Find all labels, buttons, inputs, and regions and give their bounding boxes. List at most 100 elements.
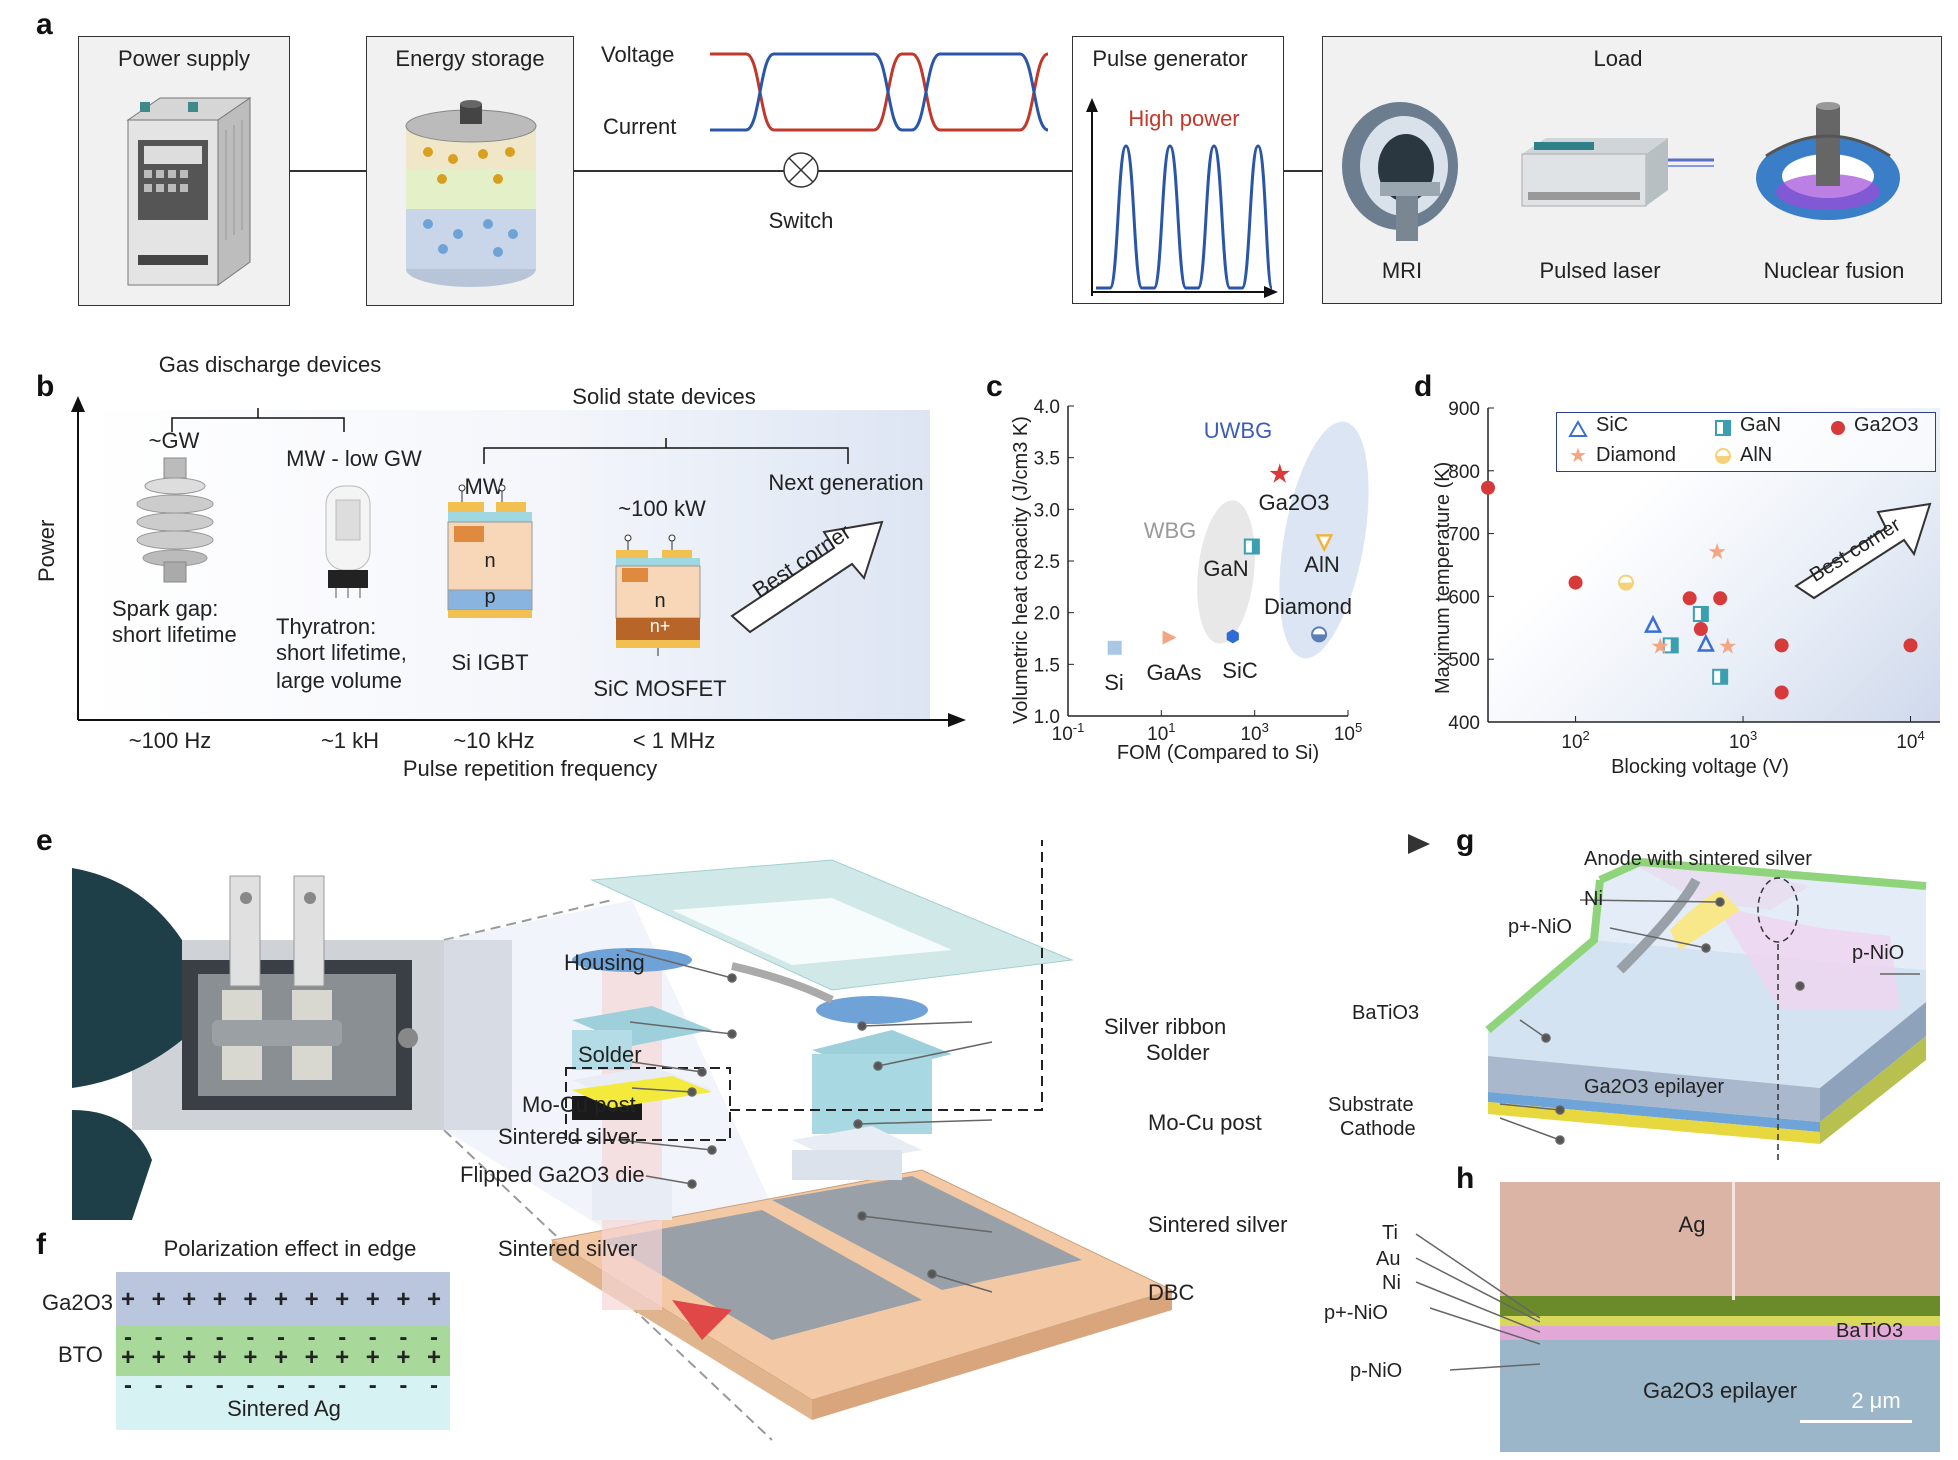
g-epilayer-label: Ga2O3 epilayer bbox=[1584, 1076, 1725, 1098]
h-sem-image bbox=[1500, 1182, 1940, 1452]
b-axes bbox=[71, 396, 966, 727]
f-charge: + bbox=[396, 1344, 411, 1371]
f-charge: + bbox=[120, 1344, 136, 1371]
d-point-ga2o3 bbox=[1903, 638, 1918, 653]
h-epilayer-label: Ga2O3 epilayer bbox=[1642, 1378, 1798, 1403]
spark-gap-line1: Spark gap: bbox=[112, 596, 219, 621]
f-charge: - bbox=[368, 1324, 377, 1351]
switch-label: Switch bbox=[768, 208, 834, 233]
f-charge: + bbox=[335, 1344, 350, 1371]
f-charge: - bbox=[307, 1372, 316, 1399]
freq-tick-1: ~100 Hz bbox=[128, 728, 212, 753]
c-y-tick-label: 1.0 bbox=[1034, 707, 1060, 728]
panel-label-c: c bbox=[986, 370, 1003, 403]
d-y-tick-label: 700 bbox=[1448, 525, 1480, 546]
panel-label-d: d bbox=[1414, 370, 1433, 403]
thyratron-icon bbox=[325, 485, 371, 598]
panel-label-h: h bbox=[1456, 1162, 1475, 1195]
g-pplus-nio-label: p+-NiO bbox=[1508, 916, 1572, 938]
power-supply-icon bbox=[126, 97, 252, 286]
f-charge: + bbox=[365, 1344, 380, 1371]
g-p-nio-label: p-NiO bbox=[1852, 942, 1905, 964]
f-charge: - bbox=[338, 1324, 347, 1351]
d-point-sic bbox=[1696, 633, 1715, 652]
c-point-label-si: Si bbox=[1104, 670, 1124, 695]
g-anode-label: Anode with sintered silver bbox=[1584, 848, 1812, 870]
uwbg-label: UWBG bbox=[1203, 418, 1273, 443]
best-corner-arrow-b bbox=[730, 520, 884, 634]
h-batio3-label: BaTiO3 bbox=[1836, 1320, 1904, 1342]
f-charge: - bbox=[277, 1372, 285, 1399]
d-point-gan bbox=[1692, 605, 1709, 622]
current-label: Current bbox=[603, 114, 677, 139]
f-charge: - bbox=[215, 1324, 224, 1351]
power-supply-label: Power supply bbox=[117, 46, 251, 71]
d-x-tick-label: 103 bbox=[1729, 728, 1757, 753]
g-device-3d bbox=[1485, 857, 1927, 1160]
f-charge: + bbox=[151, 1344, 166, 1371]
freq-tick-2: ~1 kH bbox=[320, 728, 380, 753]
si-igbt-n-label: n bbox=[484, 550, 496, 572]
d-legend-sic: SiC bbox=[1596, 414, 1629, 436]
c-point-label-gaas: GaAs bbox=[1146, 660, 1202, 685]
wbg-label: WBG bbox=[1143, 518, 1197, 543]
panel-label-a: a bbox=[36, 8, 53, 41]
best-corner-arrow-d bbox=[1794, 502, 1932, 600]
load-label: Load bbox=[1593, 46, 1643, 71]
c-xlabel: FOM (Compared to Si) bbox=[1116, 742, 1320, 764]
c-point-label-aln: AlN bbox=[1304, 552, 1340, 577]
f-title: Polarization effect in edge bbox=[163, 1236, 417, 1261]
solid-state-label: Solid state devices bbox=[572, 384, 756, 409]
h-p-nio-label: p-NiO bbox=[1350, 1360, 1403, 1382]
solder-left-label: Solder bbox=[578, 1042, 642, 1067]
f-charge: + bbox=[426, 1286, 442, 1313]
c-point-label-sic: SiC bbox=[1222, 658, 1258, 683]
c-y-tick-label: 2.5 bbox=[1034, 552, 1060, 573]
100kw-label: ~100 kW bbox=[618, 496, 706, 521]
f-ga2o3-layer bbox=[116, 1272, 450, 1326]
d-legend-ga2o3: Ga2O3 bbox=[1854, 414, 1919, 436]
d-legend-markers: ★ bbox=[1568, 419, 1845, 467]
d-x-tick-label: 102 bbox=[1561, 728, 1589, 753]
pulsed-laser-icon bbox=[1521, 138, 1714, 207]
c-point-gaas bbox=[1162, 630, 1177, 645]
f-charge: - bbox=[124, 1324, 132, 1351]
e-illustration bbox=[72, 840, 1172, 1441]
power-axis-label: Power bbox=[34, 519, 59, 582]
d-x-tick-label: 104 bbox=[1896, 728, 1924, 753]
c-ylabel: Volumetric heat capacity (J/cm3 K) bbox=[1010, 416, 1032, 724]
d-point-ga2o3 bbox=[1481, 480, 1495, 495]
si-igbt-p-label: p bbox=[484, 586, 496, 608]
f-charge: - bbox=[246, 1372, 255, 1399]
g-ni-label: Ni bbox=[1584, 888, 1603, 910]
d-point-ga2o3 bbox=[1568, 575, 1583, 590]
c-y-tick-label: 1.5 bbox=[1034, 655, 1060, 676]
mri-icon bbox=[1342, 102, 1458, 241]
g-batio3-label: BaTiO3 bbox=[1352, 1002, 1420, 1024]
mri-label: MRI bbox=[1381, 258, 1423, 283]
d-y-tick-label: 900 bbox=[1448, 399, 1480, 420]
h-ag-label: Ag bbox=[1678, 1212, 1706, 1237]
f-charge: - bbox=[154, 1372, 163, 1399]
sic-mosfet-icon bbox=[615, 534, 701, 656]
c-y-tick-label: 2.0 bbox=[1034, 604, 1060, 625]
c-point-ga2o3 bbox=[1269, 463, 1291, 483]
voltage-label: Voltage bbox=[601, 42, 675, 67]
c-y-tick-label: 3.5 bbox=[1034, 449, 1060, 470]
spark-gap-line2: short lifetime bbox=[112, 622, 237, 647]
c-point-aln bbox=[1315, 534, 1334, 553]
energy-storage-label: Energy storage bbox=[395, 46, 545, 71]
c-x-tick-label: 10-1 bbox=[1052, 720, 1085, 745]
f-charge: - bbox=[430, 1324, 438, 1351]
d-y-tick-label: 800 bbox=[1448, 462, 1480, 483]
g-cathode-label: Cathode bbox=[1340, 1118, 1416, 1140]
f-charge: + bbox=[335, 1286, 350, 1313]
h-ti-label: Ti bbox=[1382, 1222, 1398, 1244]
f-charge: - bbox=[185, 1324, 194, 1351]
c-point-gan bbox=[1243, 538, 1260, 555]
freq-tick-4: < 1 MHz bbox=[632, 728, 716, 753]
sic-mosfet-label: SiC MOSFET bbox=[593, 676, 727, 701]
f-charge: + bbox=[273, 1344, 289, 1371]
mo-cu-post-left-label: Mo-Cu post bbox=[522, 1092, 636, 1117]
